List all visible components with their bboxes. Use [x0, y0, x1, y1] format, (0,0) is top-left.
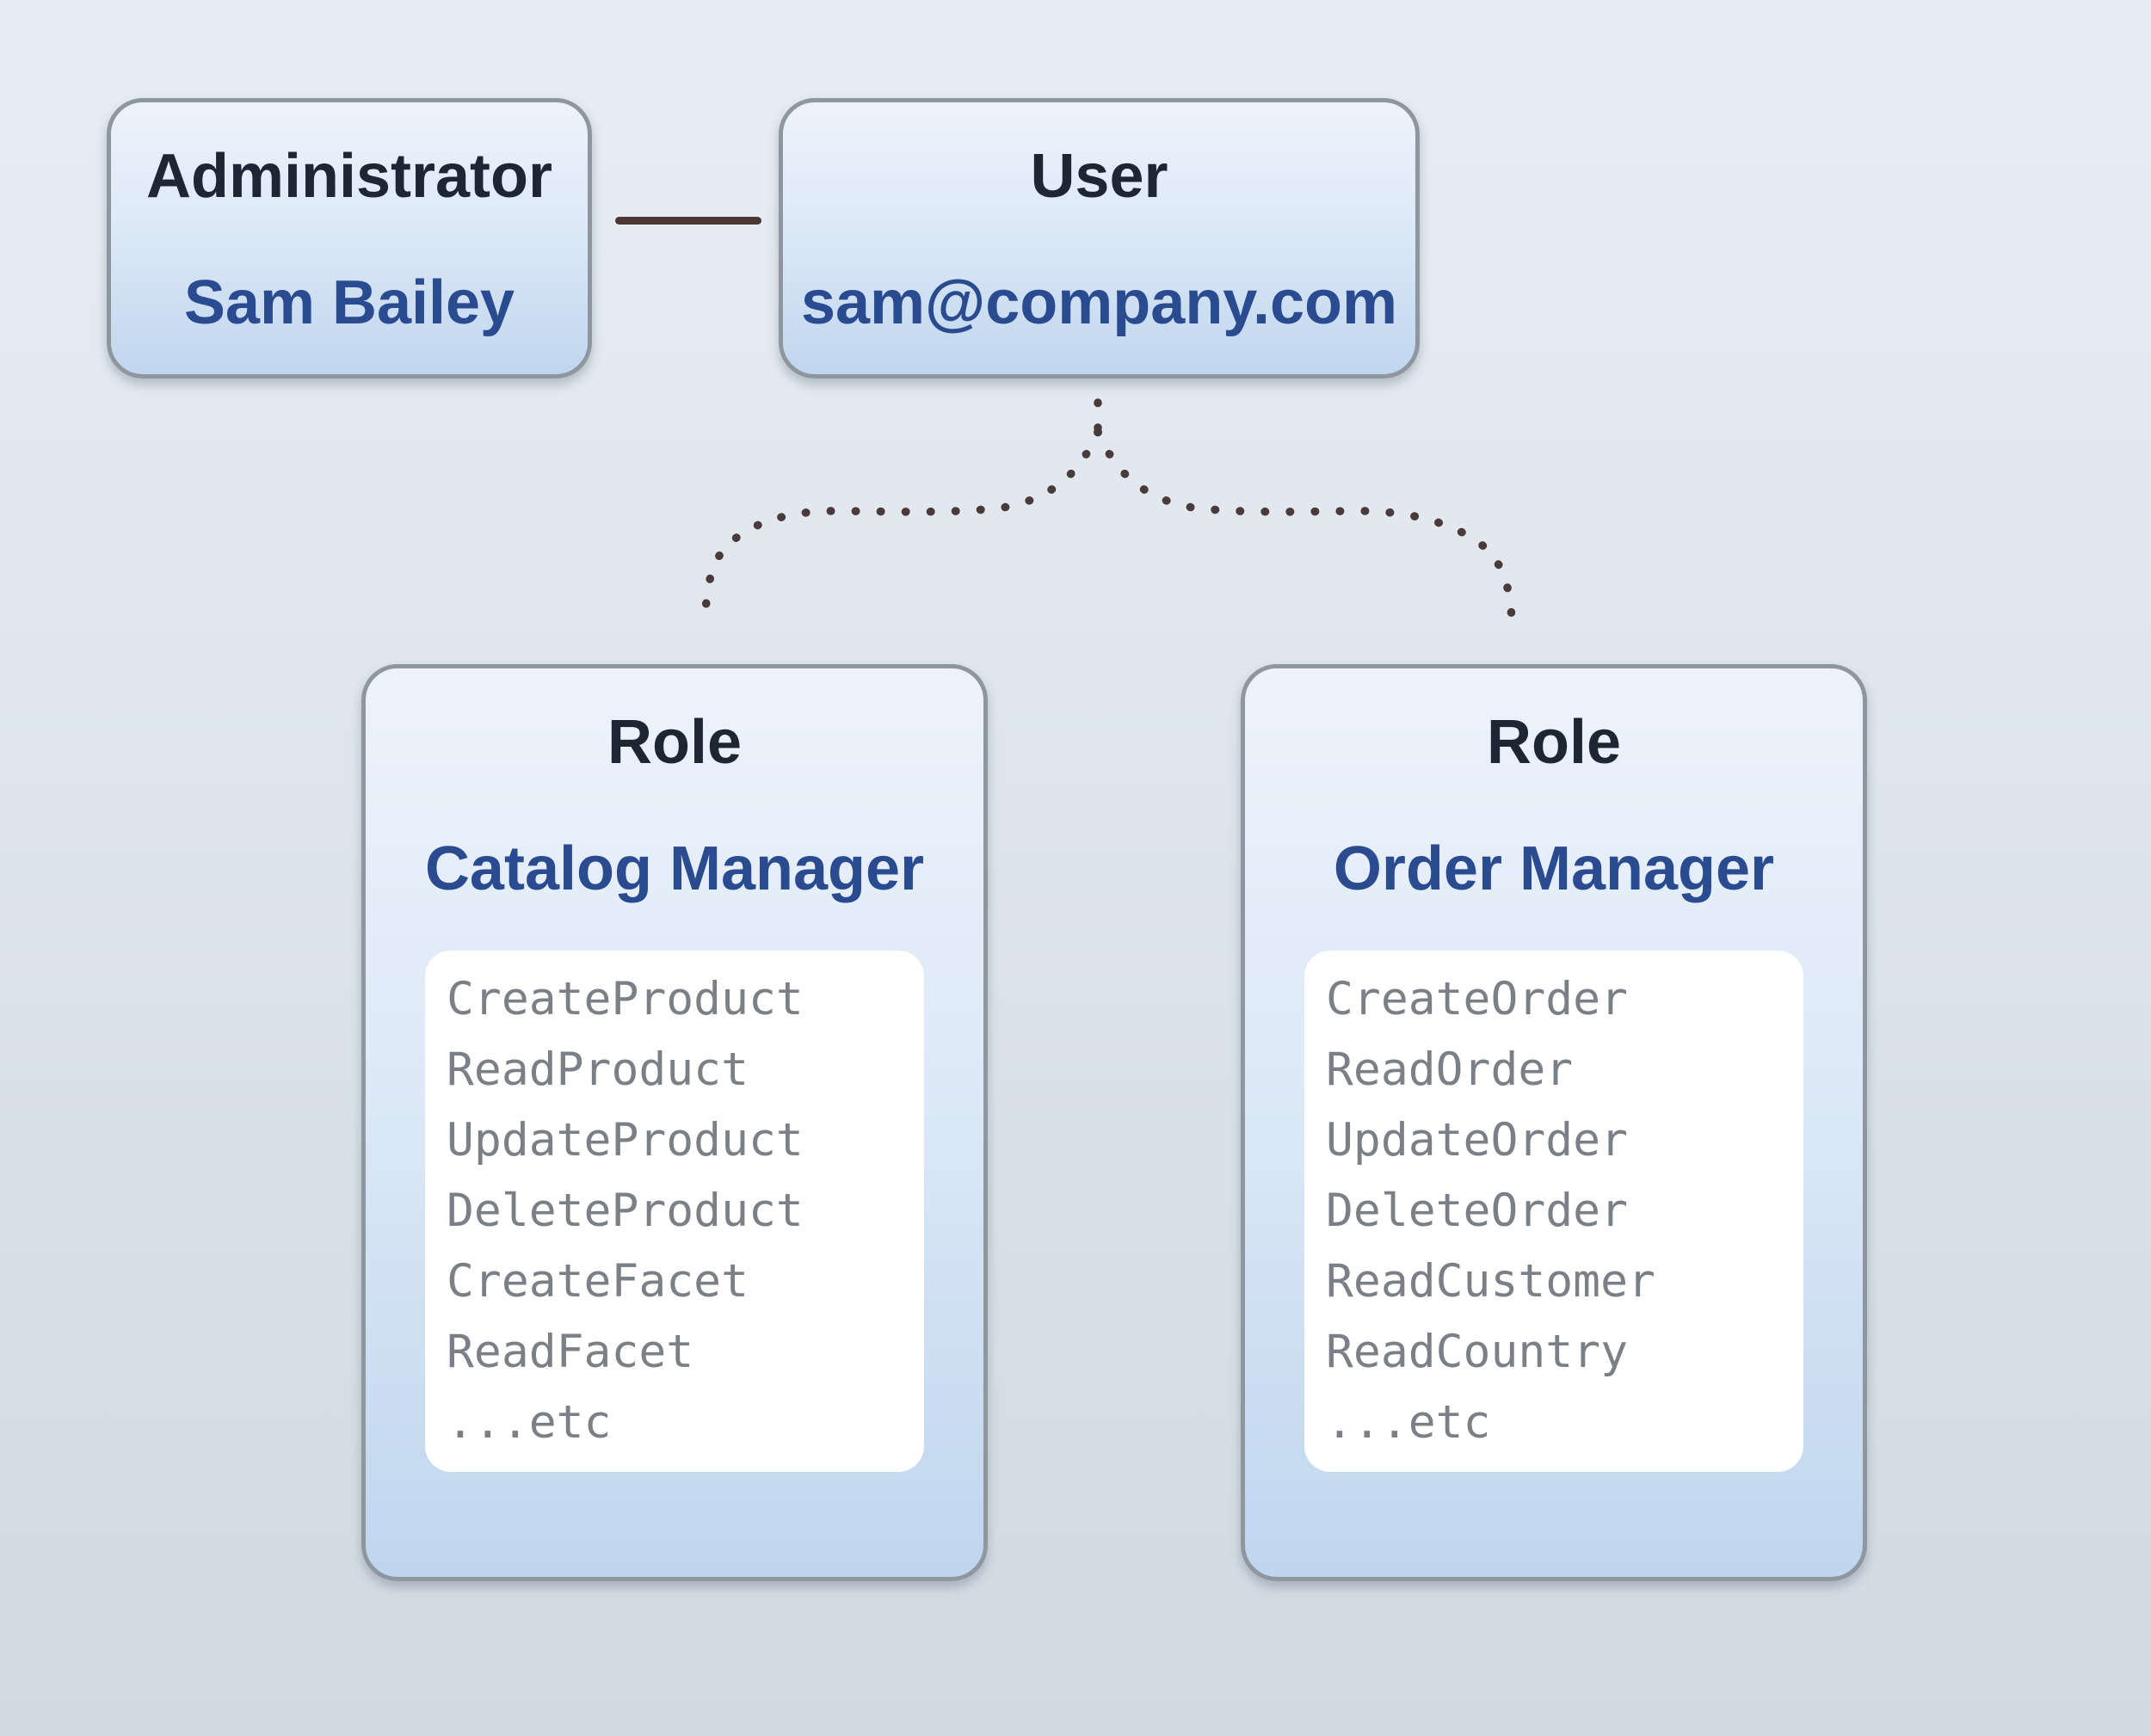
- association-line: [615, 217, 761, 225]
- permission-item: CreateProduct: [447, 973, 804, 1025]
- permission-item: ReadOrder: [1326, 1043, 1574, 1096]
- permission-item: UpdateProduct: [447, 1114, 804, 1167]
- permission-item: ReadCustomer: [1326, 1255, 1655, 1308]
- permission-item: ReadCountry: [1326, 1326, 1628, 1378]
- permission-item: ReadProduct: [447, 1043, 749, 1096]
- role-card-title: Role: [607, 708, 743, 777]
- role-card-catalog-manager: Role Catalog Manager CreateProduct ReadP…: [361, 664, 988, 1581]
- permission-item: DeleteProduct: [447, 1185, 804, 1237]
- permission-item: DeleteOrder: [1326, 1185, 1628, 1237]
- permission-item: CreateFacet: [447, 1255, 749, 1308]
- permission-list: CreateOrder ReadOrder UpdateOrder Delete…: [1304, 951, 1803, 1472]
- dotted-branch-left: [701, 428, 1102, 625]
- role-card-name: Catalog Manager: [424, 834, 925, 903]
- permission-item: CreateOrder: [1326, 973, 1628, 1025]
- permission-item: ...etc: [1326, 1396, 1491, 1449]
- permission-item: UpdateOrder: [1326, 1114, 1628, 1167]
- administrator-card: Administrator Sam Bailey: [107, 98, 592, 379]
- permission-list: CreateProduct ReadProduct UpdateProduct …: [425, 951, 924, 1472]
- permission-item: ...etc: [447, 1396, 612, 1449]
- user-card-email: sam@company.com: [800, 268, 1398, 337]
- role-card-title: Role: [1486, 708, 1622, 777]
- user-card: User sam@company.com: [779, 98, 1420, 379]
- role-card-name: Order Manager: [1333, 834, 1775, 903]
- user-card-title: User: [1030, 142, 1168, 211]
- administrator-card-title: Administrator: [145, 142, 553, 211]
- role-card-order-manager: Role Order Manager CreateOrder ReadOrder…: [1241, 664, 1867, 1581]
- administrator-card-name: Sam Bailey: [183, 268, 515, 337]
- dotted-branch-right: [1094, 428, 1516, 625]
- permission-item: ReadFacet: [447, 1326, 694, 1378]
